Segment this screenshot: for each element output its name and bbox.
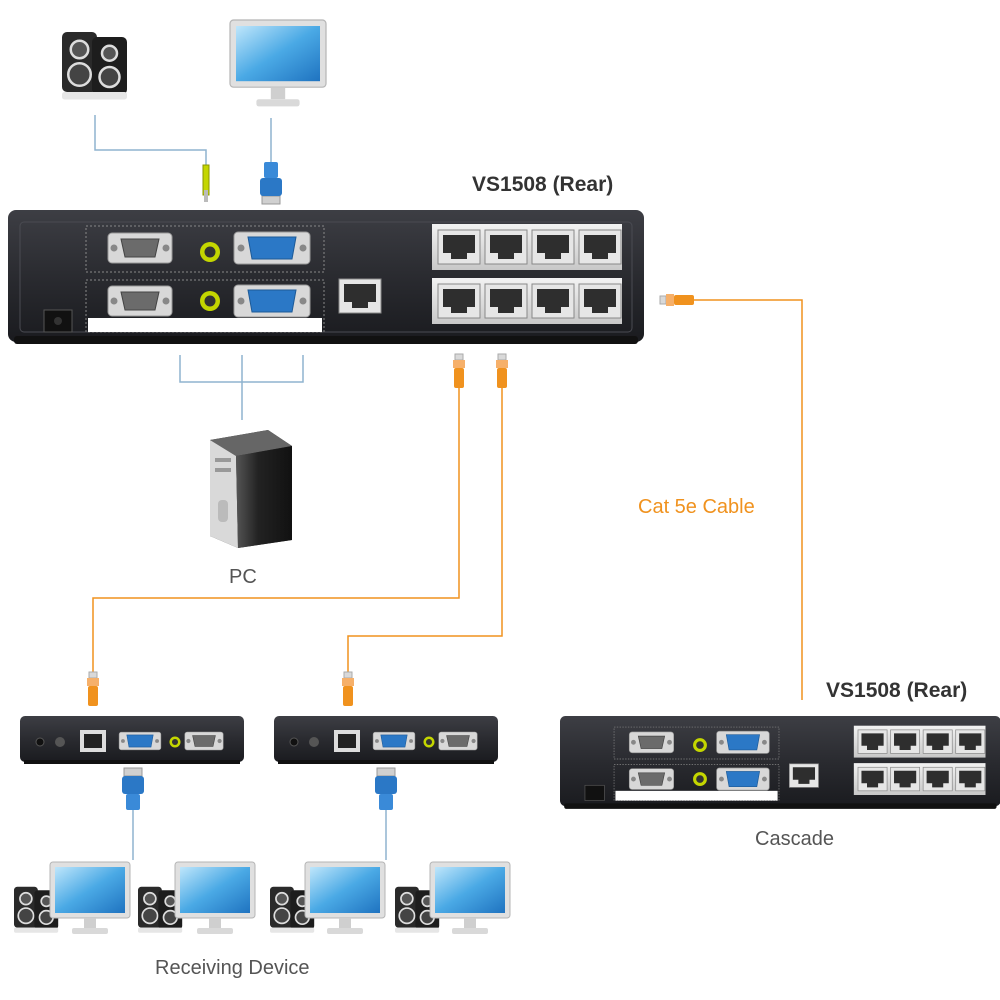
pc-tower-icon: [210, 430, 292, 548]
pc-label: PC: [229, 566, 257, 588]
monitor-icon: [304, 861, 386, 935]
cascade-label: Cascade: [755, 828, 834, 850]
cat5e-cable-cascade: [690, 299, 803, 700]
main-device-title: VS1508 (Rear): [472, 173, 614, 196]
cascade-vs1508-device: [560, 716, 1000, 809]
receiving-device-label: Receiving Device: [155, 957, 310, 979]
audio-cable: [94, 115, 207, 170]
cascade-device-title: VS1508 (Rear): [826, 679, 968, 702]
cat5e-cable-2: [347, 385, 503, 680]
cable-label: Cat 5e Cable: [638, 496, 755, 518]
cat5e-cable-1: [92, 385, 460, 680]
monitor-icon: [429, 861, 511, 935]
monitor-icon: [174, 861, 256, 935]
main-vs1508-device: [8, 210, 644, 344]
receiver-unit-2: [274, 716, 498, 764]
monitor-icon: [49, 861, 131, 935]
monitor-icon: [229, 19, 327, 108]
receiver-unit-1: [20, 716, 244, 764]
speakers-icon: [60, 30, 129, 101]
